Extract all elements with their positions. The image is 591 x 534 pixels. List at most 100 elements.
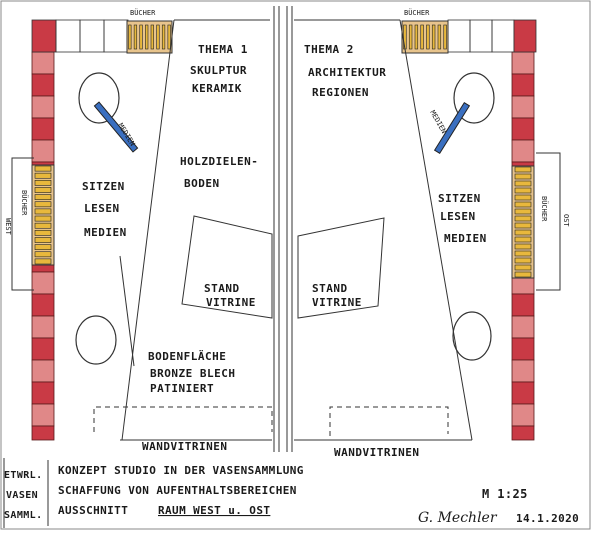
theme-left-line3: KERAMIK <box>192 82 242 95</box>
west-books-label: BÜCHER <box>20 190 29 216</box>
book-spine <box>514 250 532 257</box>
theme-left-line2: SKULPTUR <box>190 64 247 77</box>
book-spine <box>514 271 532 278</box>
east-diagonal-wall <box>399 19 473 441</box>
grid-cell <box>513 19 537 53</box>
wall-brick <box>511 51 535 75</box>
east-bookshelf <box>511 165 535 279</box>
book-spine <box>431 24 436 50</box>
west-stand-line1: STAND <box>204 282 240 295</box>
book-spine <box>34 215 52 222</box>
wall-brick <box>31 425 55 441</box>
west-stand-line2: VITRINE <box>206 296 256 309</box>
east-books <box>514 166 532 278</box>
wall-brick <box>31 315 55 339</box>
east-seat-circle-bottom <box>452 311 492 361</box>
top-left-books <box>128 24 171 50</box>
signature: G. Mechler <box>418 510 498 526</box>
wall-brick <box>511 117 535 141</box>
east-stand-line2: VITRINE <box>312 296 362 309</box>
west-zone-line3: MEDIEN <box>84 226 127 239</box>
west-label: WEST <box>4 218 12 236</box>
west-wall-vitrine-dashed <box>93 406 273 432</box>
book-spine <box>161 24 166 50</box>
wall-brick <box>31 337 55 361</box>
top-right-grid <box>447 19 537 53</box>
grid-cell <box>31 19 57 53</box>
east-bracket <box>536 152 561 291</box>
west-diagonal-wall <box>121 19 175 441</box>
wall-brick <box>31 73 55 97</box>
theme-right-line3: REGIONEN <box>312 86 369 99</box>
side-label-2: VASEN <box>6 490 38 501</box>
west-bracket <box>11 157 34 291</box>
book-spine <box>514 173 532 180</box>
wall-brick <box>31 403 55 427</box>
book-spine <box>426 24 430 50</box>
west-seat-circle-top <box>78 72 120 124</box>
wall-brick <box>31 293 55 317</box>
top-left-grid <box>31 19 129 53</box>
west-zone-line2: LESEN <box>84 202 120 215</box>
book-spine <box>514 194 532 201</box>
book-spine <box>514 166 532 173</box>
book-spine <box>34 258 52 265</box>
book-spine <box>34 201 52 208</box>
wall-brick <box>31 95 55 119</box>
east-books-label: BÜCHER <box>540 196 549 222</box>
book-spine <box>514 229 532 236</box>
theme-right-line2: ARCHITEKTUR <box>308 66 386 79</box>
floor-wood-line1: HOLZDIELEN- <box>180 155 258 168</box>
book-spine <box>514 215 532 222</box>
grid-cell <box>469 19 493 53</box>
east-wall-vitrines-label: WANDVITRINEN <box>334 446 419 459</box>
footer-line2: SCHAFFUNG VON AUFENTHALTSBEREICHEN <box>58 484 297 497</box>
book-spine <box>34 172 52 179</box>
book-spine <box>34 222 52 229</box>
wall-brick <box>511 315 535 339</box>
side-label-3: SAMML. <box>4 510 43 521</box>
top-left-bookshelf <box>126 20 173 54</box>
wall-brick <box>511 403 535 427</box>
floor-wood-line2: BODEN <box>184 177 220 190</box>
bronze-line3: PATINIERT <box>150 382 214 395</box>
grid-cell <box>103 19 129 53</box>
side-label-1: ETWRL. <box>4 470 43 481</box>
book-spine <box>167 24 171 50</box>
book-spine <box>128 24 132 50</box>
date-label: 14.1.2020 <box>516 512 579 525</box>
west-media-bar <box>93 101 139 153</box>
book-spine <box>34 229 52 236</box>
wall-brick <box>31 139 55 163</box>
east-label: OST <box>562 214 570 227</box>
wall-brick <box>511 95 535 119</box>
wall-brick <box>31 117 55 141</box>
book-spine <box>34 165 52 172</box>
east-wall-vitrine-dashed <box>329 406 449 436</box>
west-zone-divider <box>119 255 135 367</box>
wall-brick <box>511 73 535 97</box>
bronze-line1: BODENFLÄCHE <box>148 349 226 363</box>
book-spine <box>34 251 52 258</box>
book-spine <box>443 24 447 50</box>
wall-brick <box>511 359 535 383</box>
book-spine <box>437 24 442 50</box>
east-zone-line3: MEDIEN <box>444 232 487 245</box>
grid-cell <box>79 19 105 53</box>
book-spine <box>514 236 532 243</box>
east-stand-vitrine <box>297 217 385 319</box>
top-left-books-label: BÜCHER <box>130 8 156 17</box>
west-wall-vitrines-label: WANDVITRINEN <box>142 440 227 453</box>
top-right-books-label: BÜCHER <box>404 8 430 17</box>
east-zone-line2: LESEN <box>440 210 476 223</box>
scale-label: M 1:25 <box>482 487 528 501</box>
book-spine <box>34 194 52 201</box>
book-spine <box>514 201 532 208</box>
book-spine <box>145 24 149 50</box>
wall-brick <box>31 51 55 75</box>
wall-brick <box>31 381 55 405</box>
book-spine <box>139 24 143 50</box>
